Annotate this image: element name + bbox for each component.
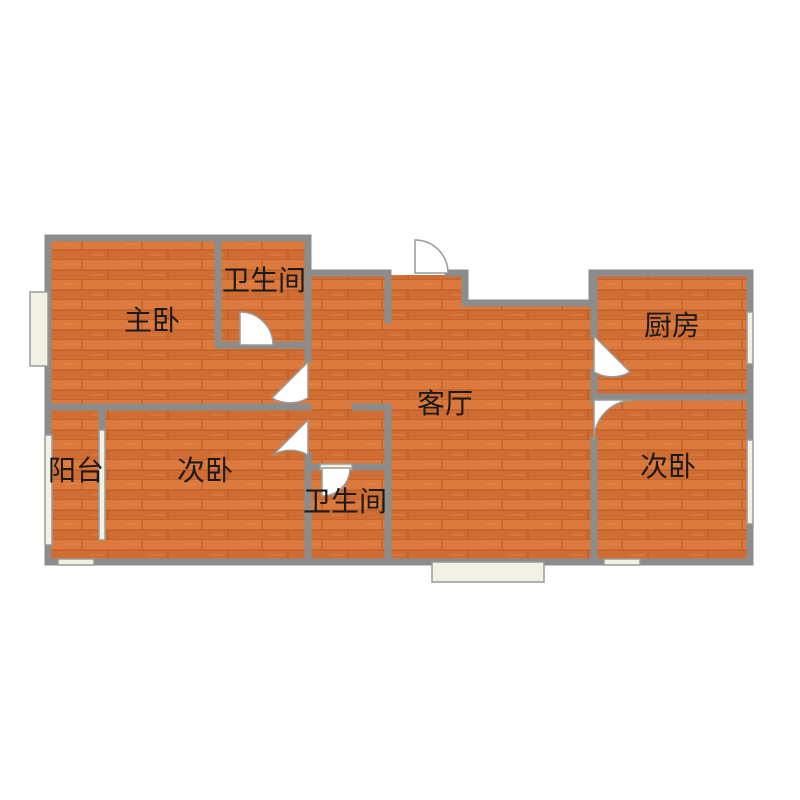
window-balcony-inner bbox=[98, 429, 106, 541]
door-master bbox=[270, 360, 309, 404]
door-bedroom-left bbox=[272, 418, 309, 457]
window-balcony-bottom bbox=[57, 558, 95, 566]
label-master-bedroom: 主卧 bbox=[124, 304, 180, 337]
living-room-floor bbox=[388, 275, 592, 560]
label-kitchen: 厨房 bbox=[644, 309, 700, 342]
doors bbox=[239, 239, 635, 497]
window-bedroom-right bbox=[746, 439, 754, 525]
label-second-bedroom-right: 次卧 bbox=[640, 450, 696, 483]
door-bath-bottom bbox=[321, 467, 351, 497]
second-bedroom-right-floor bbox=[592, 395, 750, 560]
door-bath-top bbox=[239, 311, 274, 346]
hall-floor bbox=[308, 275, 388, 465]
outer-wall bbox=[44, 234, 392, 277]
window-balcony-left bbox=[44, 434, 53, 546]
door-kitchen bbox=[593, 334, 632, 378]
room-labels: 主卧 卫生间 客厅 厨房 阳台 次卧 卫生间 次卧 bbox=[48, 264, 700, 518]
window-kitchen-right bbox=[746, 311, 754, 365]
door-bedroom-right bbox=[593, 399, 635, 441]
window-bedroom-right-bottom bbox=[603, 558, 641, 566]
door-entry bbox=[414, 239, 449, 274]
label-balcony: 阳台 bbox=[48, 454, 104, 487]
label-bathroom-bottom: 卫生间 bbox=[303, 485, 387, 518]
window-living-bay bbox=[431, 561, 545, 583]
window-master-left bbox=[29, 291, 49, 367]
second-bedroom-left-floor bbox=[102, 405, 308, 560]
label-living-room: 客厅 bbox=[417, 387, 473, 420]
label-bathroom-top: 卫生间 bbox=[222, 264, 306, 297]
windows bbox=[29, 291, 754, 583]
balcony-floor bbox=[50, 405, 102, 560]
label-second-bedroom-left: 次卧 bbox=[177, 454, 233, 487]
